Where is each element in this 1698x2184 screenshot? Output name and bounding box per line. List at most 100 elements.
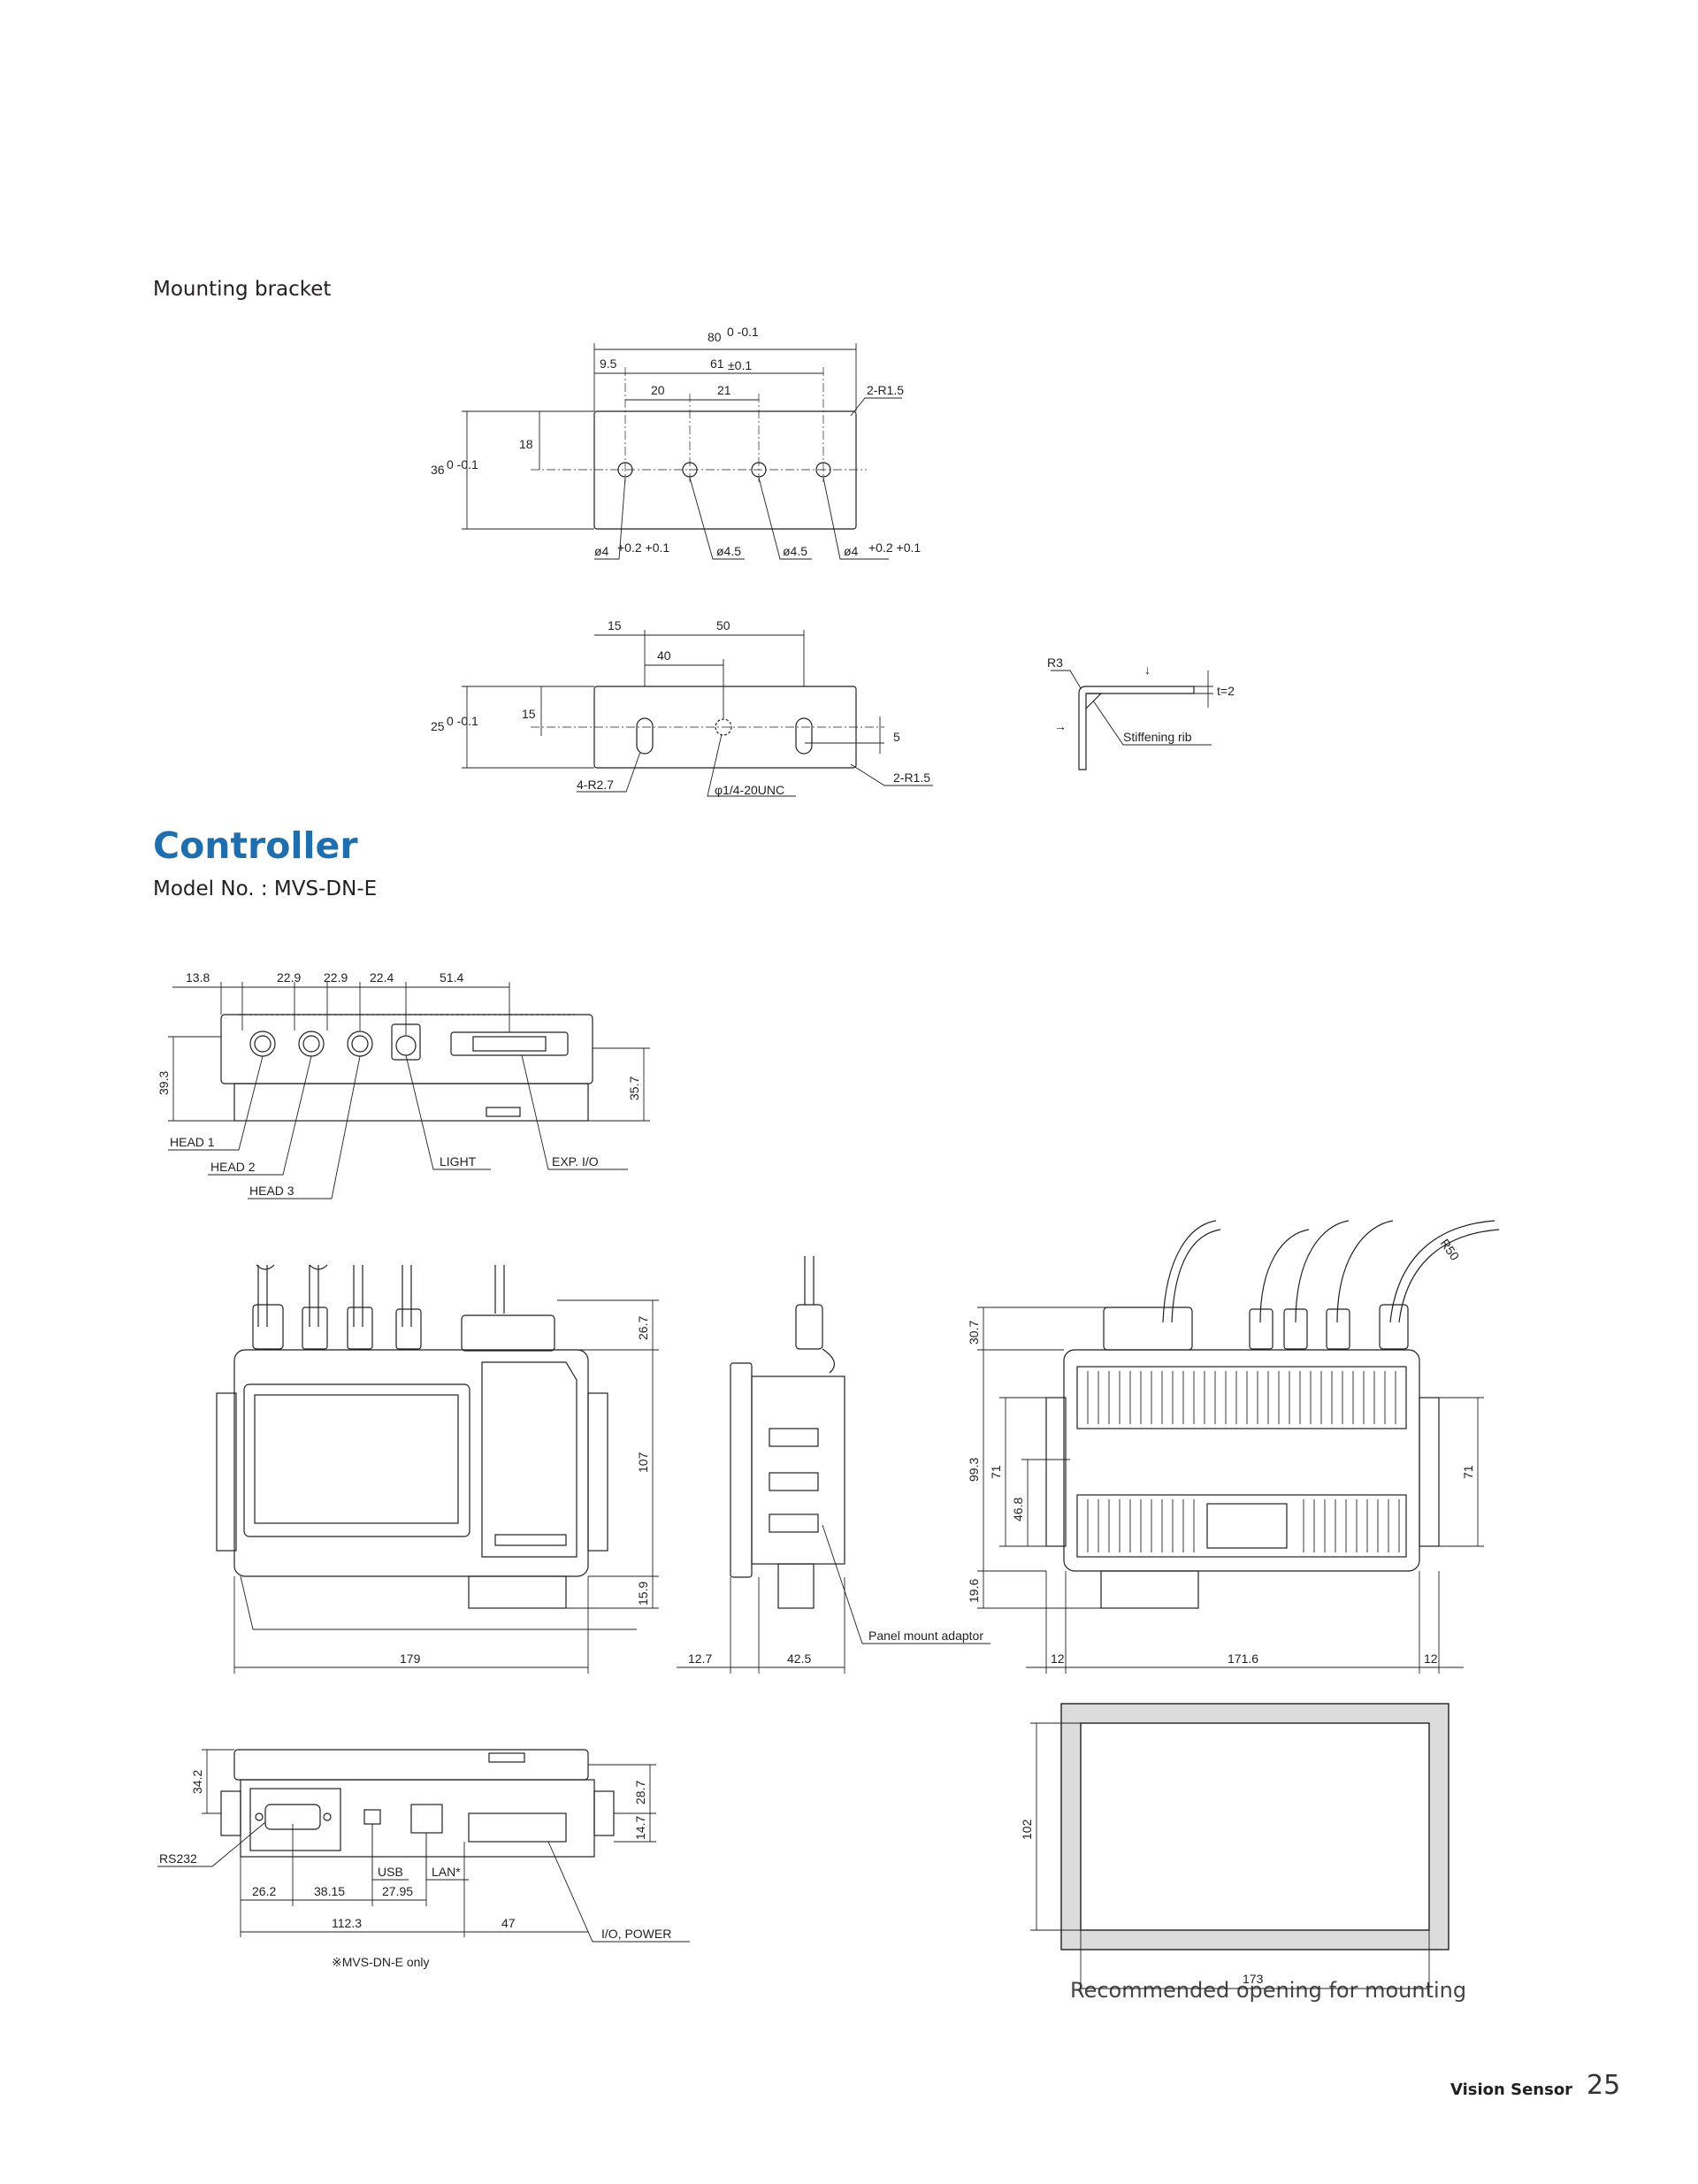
slot-radius: 4-R2.7 — [577, 778, 614, 792]
cable — [402, 1265, 412, 1327]
leader-line — [850, 763, 933, 786]
side-cable — [804, 1256, 815, 1305]
hole-callout-4: ø4 — [844, 544, 859, 558]
cable-connector — [395, 1308, 422, 1350]
label-light: LIGHT — [440, 1154, 477, 1169]
controller-bottom-view: 34.2 28.7 14.7 RS232 USB LAN* I/O, POWER… — [157, 1749, 690, 1969]
vent-slats — [1087, 1371, 1400, 1552]
thread-hole — [715, 718, 732, 736]
mounting-bracket-heading: Mounting bracket — [153, 278, 332, 301]
cable-connector — [302, 1307, 328, 1350]
dim-80-tol: 0 -0.1 — [727, 325, 759, 339]
dim-5: 5 — [893, 730, 900, 744]
leader-line — [577, 751, 641, 793]
controller-front-view: 26.7 107 15.9 179 — [216, 1264, 659, 1674]
leader-line — [850, 397, 902, 417]
dim-36: 36 — [431, 463, 445, 477]
side-rail-left — [216, 1392, 237, 1552]
cable-connector — [252, 1304, 284, 1350]
rear-io-block — [1206, 1503, 1288, 1549]
leader-line — [822, 1524, 990, 1644]
leader-line — [240, 1575, 637, 1630]
dim-27-95: 27.95 — [382, 1884, 413, 1898]
label-head-3: HEAD 3 — [249, 1184, 294, 1198]
dim-14-7: 14.7 — [633, 1816, 647, 1840]
bracket-front-outline — [593, 410, 857, 530]
leader-line — [208, 1055, 312, 1176]
dim-12-left: 12 — [1051, 1651, 1065, 1666]
hole-callout-1-tol: +0.2 +0.1 — [617, 540, 669, 555]
head-3-connector — [347, 1031, 373, 1057]
leader-line — [594, 477, 626, 560]
rear-vent-bottom — [1076, 1494, 1407, 1558]
dim-top-22-9-b: 22.9 — [324, 970, 348, 985]
controller-top-view: 13.8 22.9 22.9 22.4 51.4 39.3 35.7 HEAD … — [157, 970, 650, 1199]
rib-label: Stiffening rib — [1123, 730, 1192, 744]
leader-line — [1051, 670, 1082, 689]
label-rs232: RS232 — [159, 1851, 197, 1866]
lan-footnote: ※MVS-DN-E only — [332, 1955, 430, 1969]
controller-top-body — [220, 1014, 593, 1084]
side-clip — [769, 1513, 819, 1533]
dim-25: 25 — [431, 719, 445, 733]
panel-cutout — [1080, 1722, 1430, 1931]
dim-25-tol: 0 -0.1 — [447, 714, 478, 728]
leader-line — [689, 477, 745, 560]
front-cover-slot — [494, 1534, 567, 1546]
dim-15-9: 15.9 — [636, 1582, 650, 1605]
leader-line — [758, 477, 812, 560]
rear-rail-right — [1419, 1397, 1440, 1547]
dim-top-51-4: 51.4 — [440, 970, 463, 985]
leader-line — [547, 1841, 690, 1943]
exp-io-connector-inner — [472, 1036, 547, 1052]
dim-107: 107 — [636, 1452, 650, 1473]
rear-cable — [1389, 1220, 1495, 1323]
cable — [257, 1265, 268, 1327]
rear-rail-left — [1045, 1397, 1067, 1547]
rear-connector — [1249, 1308, 1274, 1350]
controller-rear-body — [1063, 1349, 1420, 1572]
panel-adaptor-plate — [730, 1362, 753, 1578]
dim-35-7: 35.7 — [627, 1077, 641, 1100]
dim-112-3: 112.3 — [332, 1916, 362, 1930]
head-2-connector-inner — [302, 1035, 320, 1053]
bottom-top-slot — [488, 1752, 525, 1763]
dim-34-2: 34.2 — [190, 1770, 204, 1794]
rear-vent-top — [1076, 1366, 1407, 1429]
controller-rear-view: 30.7 99.3 19.6 71 46.8 71 12 171.6 12 R5… — [967, 1220, 1500, 1674]
bracket-profile-outline — [1078, 686, 1195, 770]
bracket-bottom-radius: 2-R1.5 — [893, 770, 930, 785]
thickness: t=2 — [1217, 684, 1235, 698]
dim-71-left: 71 — [989, 1465, 1003, 1479]
footer-brand: Vision Sensor — [1450, 2081, 1573, 2099]
dim-28-7: 28.7 — [633, 1781, 647, 1805]
side-connector-clip — [822, 1348, 836, 1374]
dim-9-5: 9.5 — [600, 356, 617, 371]
dim-61-tol: ±0.1 — [728, 358, 752, 372]
head-2-connector — [298, 1031, 325, 1057]
rear-cable — [1398, 1229, 1500, 1323]
label-exp-io: EXP. I/O — [552, 1154, 599, 1169]
label-lan: LAN* — [432, 1865, 461, 1879]
bottom-rail-left — [220, 1790, 241, 1836]
controller-side-view: Panel mount adaptor 12.7 42.5 — [677, 1256, 990, 1674]
usb-port — [363, 1809, 381, 1825]
exp-io-connector — [450, 1031, 569, 1056]
rear-connector — [1379, 1304, 1409, 1350]
controller-heading: Controller — [153, 824, 358, 867]
rear-bottom-block — [1100, 1570, 1199, 1609]
light-connector — [395, 1035, 417, 1056]
dim-21: 21 — [717, 383, 731, 397]
leader-line — [405, 1054, 491, 1170]
top-slot — [486, 1107, 521, 1117]
dim-71-right: 71 — [1461, 1465, 1475, 1479]
side-connector — [795, 1304, 823, 1350]
thread-callout: φ1/4-20UNC — [715, 783, 784, 797]
lan-port — [410, 1804, 443, 1834]
hole-callout-3: ø4.5 — [783, 544, 807, 558]
label-usb: USB — [378, 1865, 403, 1879]
leader-line — [822, 477, 889, 560]
label-head-1: HEAD 1 — [170, 1135, 215, 1149]
cable — [309, 1265, 319, 1327]
